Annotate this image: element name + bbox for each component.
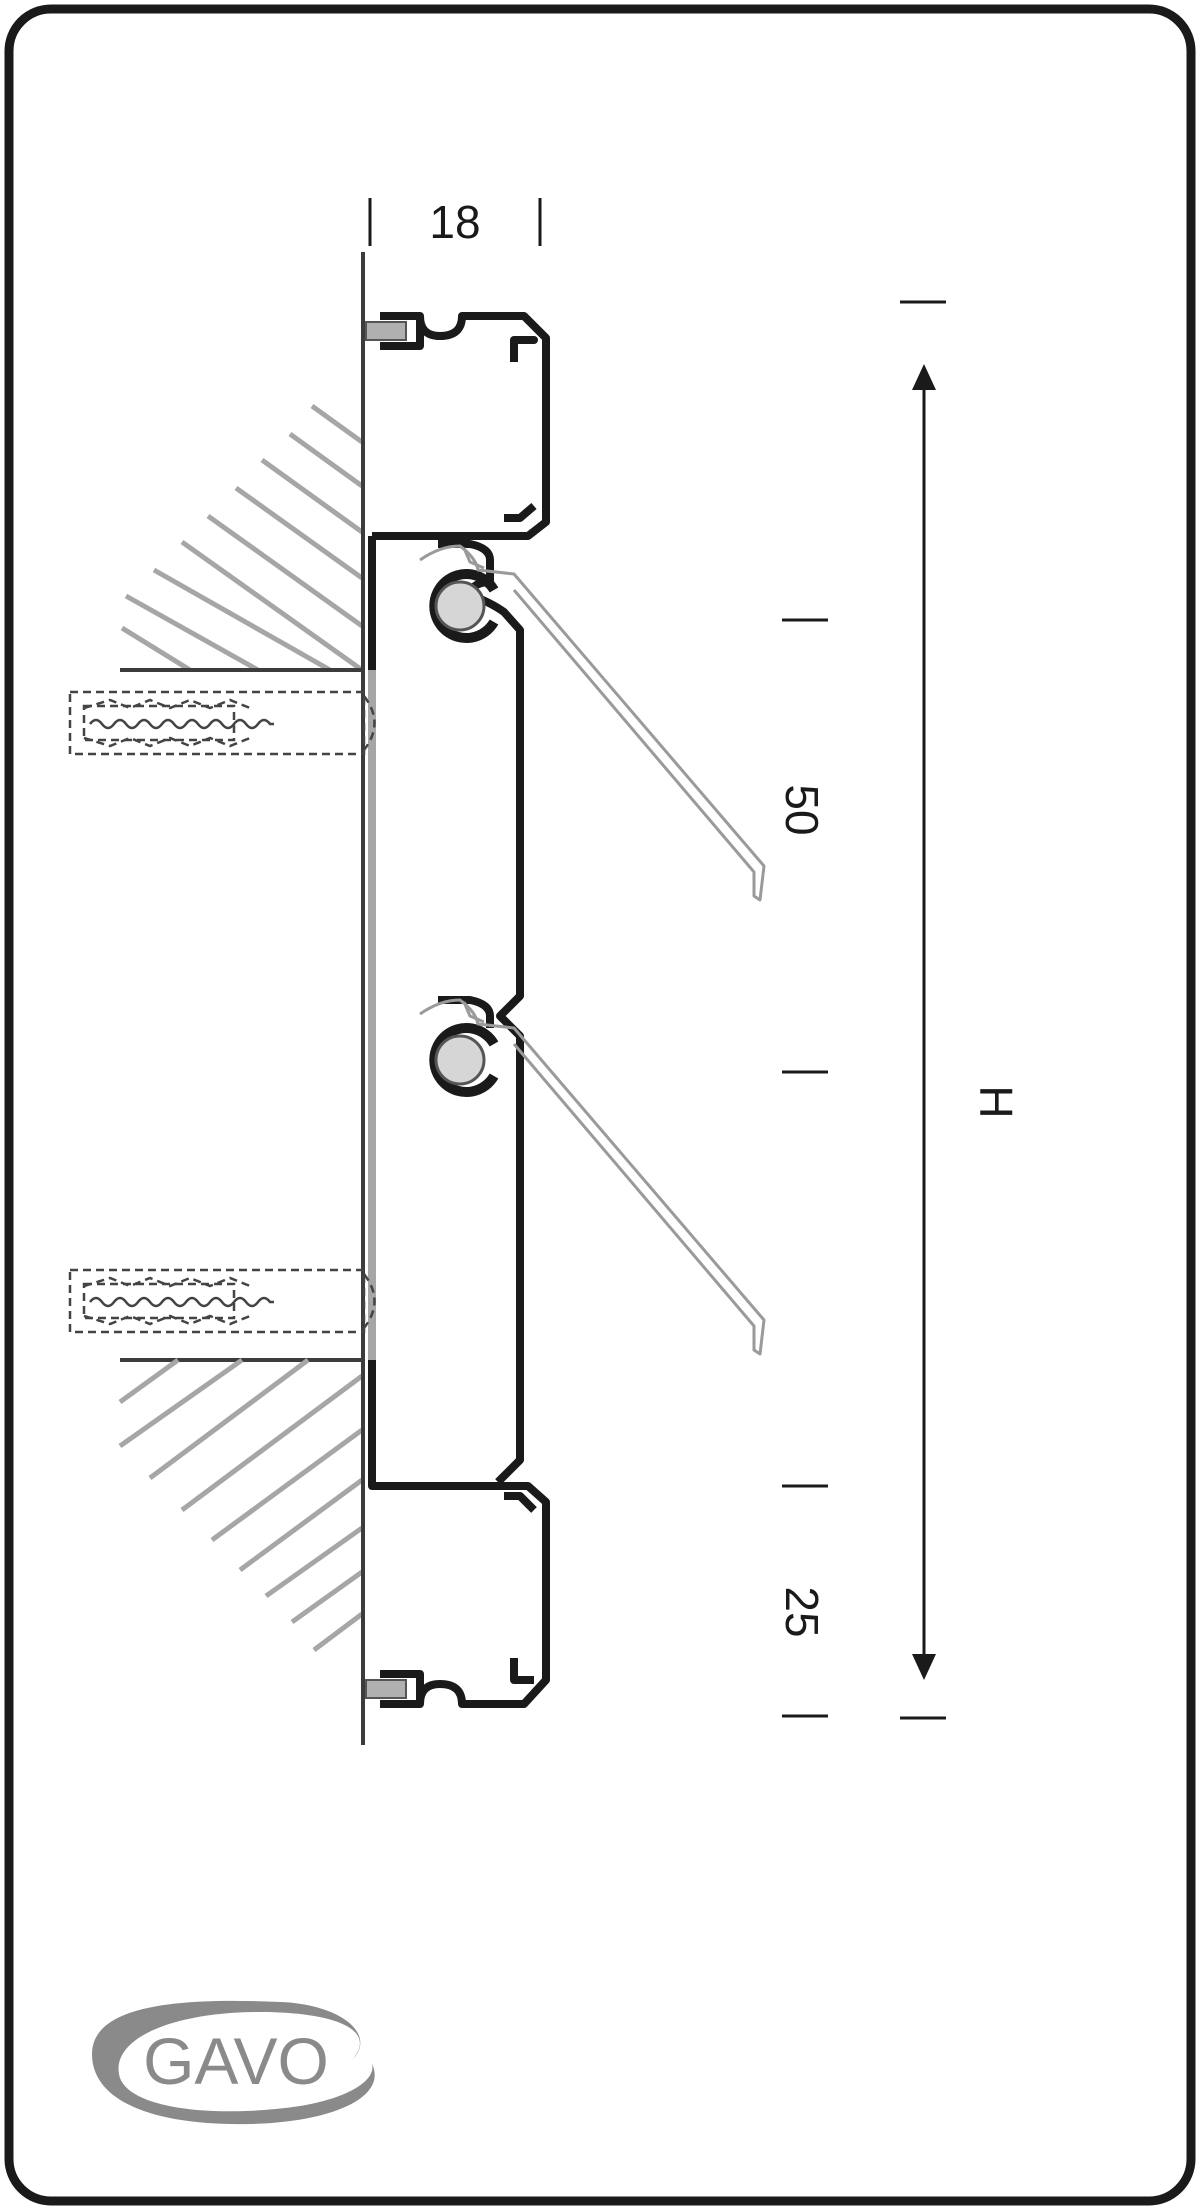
dim-frame-height-label: 25 <box>776 1586 828 1637</box>
slat-pivot-pin-top <box>434 580 486 632</box>
wall-hatch-top <box>120 403 364 673</box>
slat-top <box>419 544 766 902</box>
logo-wordmark: GAVO <box>143 2024 329 2098</box>
top-clip-pin <box>365 321 407 341</box>
dim-depth-label: 18 <box>429 196 480 248</box>
screw-thread-top <box>89 718 274 730</box>
dim-ticks <box>782 300 946 1720</box>
dim-arrowhead-down <box>912 1654 936 1680</box>
dim-arrowhead-up <box>912 364 936 390</box>
outer-border <box>4 4 1196 2206</box>
dim-total-height-label: H <box>970 1085 1022 1118</box>
gavo-logo: GAVO <box>92 2000 375 2125</box>
slat-pivot-clip-top <box>429 569 499 643</box>
wall-hatch-bottom <box>118 1357 364 1652</box>
bottom-clip-pin <box>365 1679 407 1699</box>
frame-profile <box>368 312 550 1708</box>
slat-pivot-clip-bottom <box>429 1023 499 1097</box>
dim-slat-pitch-label: 50 <box>776 784 828 835</box>
slat-bottom <box>419 998 766 1356</box>
wall-plug-bottom <box>68 1268 376 1334</box>
slat-pivot-pin-bottom <box>434 1034 486 1086</box>
wall-plug-top <box>68 690 376 756</box>
screw-thread-bottom <box>89 1296 274 1308</box>
